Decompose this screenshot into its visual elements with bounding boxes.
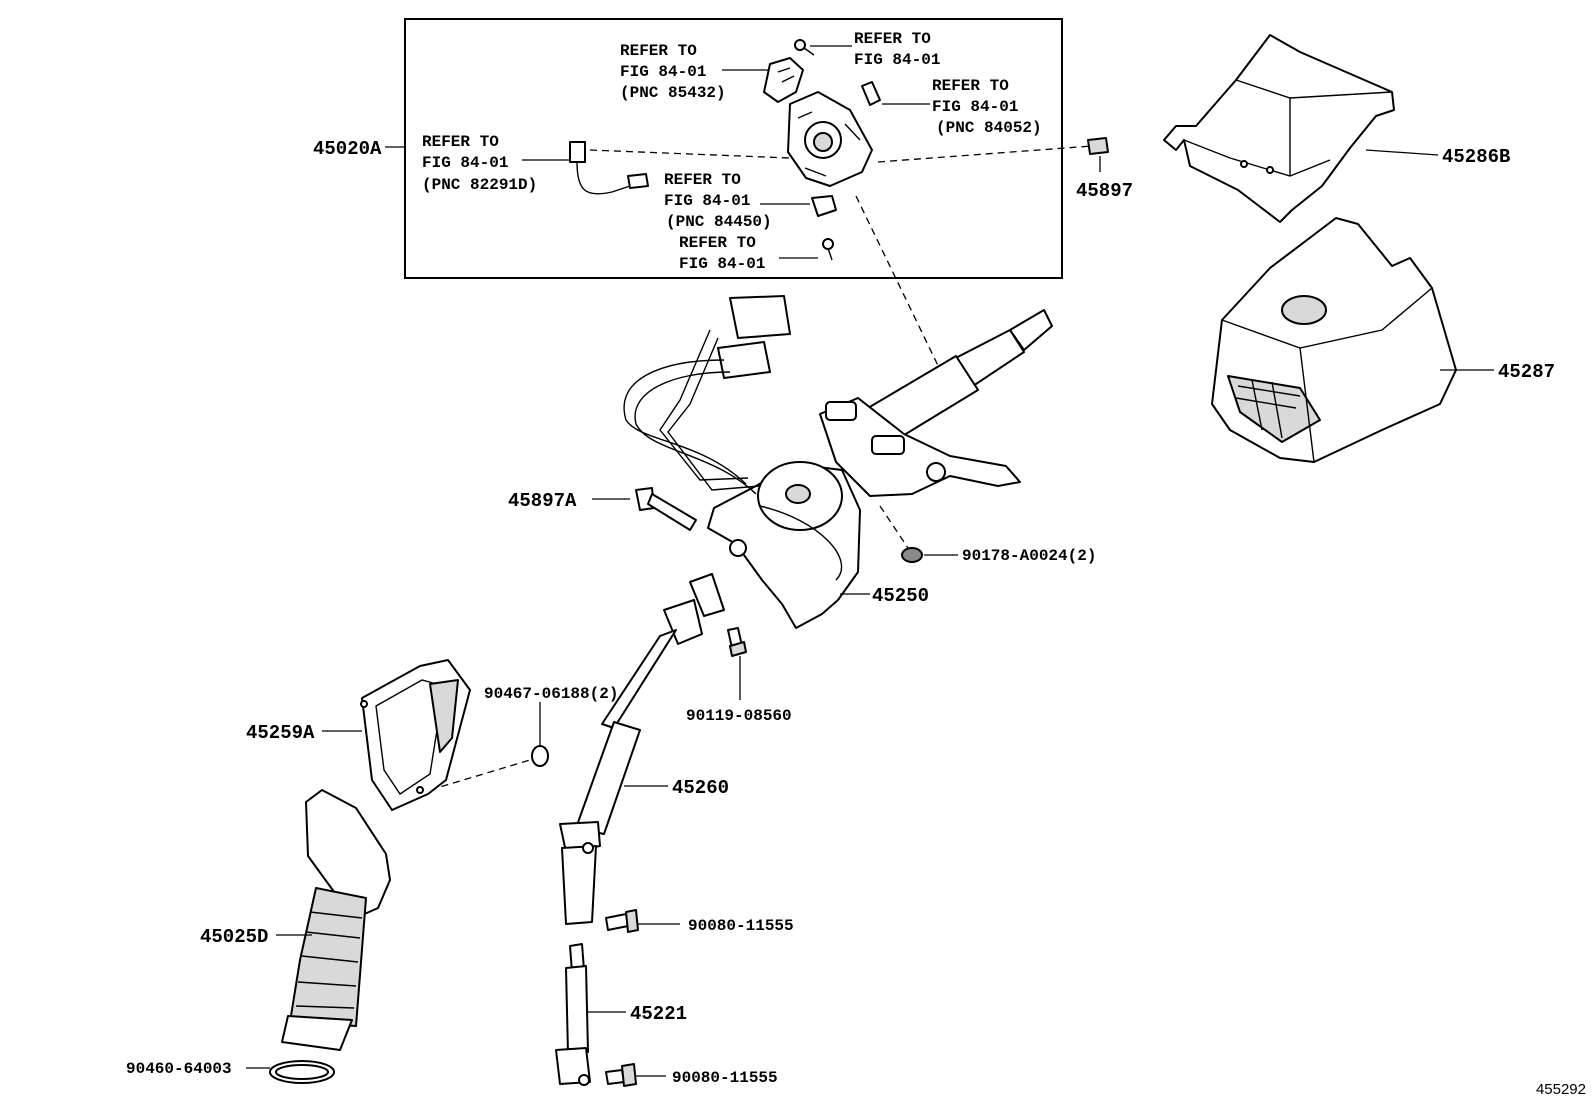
part-45025d-boot [276,789,391,1051]
label-90080-11555-lower: 90080-11555 [672,1069,778,1087]
part-45250-steering-column [623,295,1053,629]
refer-label-line: FIG 84-01 [422,154,508,172]
part-45286b-upper-cover [1163,34,1439,223]
dash-to-45897 [877,145,1093,163]
switch-part-84450 [760,195,837,217]
refer-label-line: REFER TO [854,30,931,48]
label-45250: 45250 [872,585,929,607]
part-90080-upper-bolt [605,909,680,933]
refer-label-pnc-82291d: REFER TO FIG 84-01 (PNC 82291D) [422,133,537,194]
refer-label-line: (PNC 82291D) [422,176,537,194]
refer-label-pnc-84450: REFER TO FIG 84-01 (PNC 84450) [664,171,772,231]
label-90467-06188: 90467-06188(2) [484,685,618,703]
part-45259a-seal-plate [322,659,471,811]
refer-label-line: (PNC 85432) [620,84,726,102]
label-45260: 45260 [672,777,729,799]
part-90460-clamp [246,1060,335,1084]
part-90178-nut [901,547,958,563]
refer-label-line: (PNC 84052) [936,119,1042,137]
refer-label-line: (PNC 84450) [666,213,772,231]
refer-label-line: FIG 84-01 [854,51,940,69]
refer-label-bottom: REFER TO FIG 84-01 [679,234,765,273]
label-45897: 45897 [1076,180,1133,202]
switch-bottom-screw [779,238,834,261]
dash-to-90178 [879,505,909,549]
label-90460-64003: 90460-64003 [126,1060,232,1078]
refer-label-line: FIG 84-01 [664,192,750,210]
figure-id: 455292 [1536,1081,1586,1098]
part-45221-lower-shaft [555,943,626,1086]
refer-label-line: FIG 84-01 [932,98,1018,116]
label-45025d: 45025D [200,926,268,948]
label-45286b: 45286B [1442,146,1510,168]
refer-label-top: REFER TO FIG 84-01 [854,30,940,69]
label-90080-11555-upper: 90080-11555 [688,917,794,935]
refer-label-line: FIG 84-01 [679,255,765,273]
label-45259a: 45259A [246,722,315,744]
part-90080-lower-bolt [605,1063,666,1087]
label-45897a: 45897A [508,490,577,512]
refer-label-pnc-85432: REFER TO FIG 84-01 (PNC 85432) [620,42,726,102]
refer-label-line: REFER TO [664,171,741,189]
switch-small-screw [794,39,852,56]
dash-switch-to-column [855,195,945,379]
part-90119-bolt [727,627,747,700]
switch-connector-85432 [722,57,804,103]
part-45287-lower-cover [1211,217,1494,463]
ignition-switch-body [787,91,873,187]
label-45020a: 45020A [313,138,382,160]
label-45221: 45221 [630,1003,687,1025]
label-45287: 45287 [1498,361,1555,383]
wire-harness-82291d [522,141,791,195]
part-45260-intermediate-shaft [559,573,725,925]
refer-label-line: FIG 84-01 [620,63,706,81]
refer-label-line: REFER TO [620,42,697,60]
refer-label-pnc-84052: REFER TO FIG 84-01 (PNC 84052) [932,77,1042,137]
part-90467-clip [429,702,549,791]
refer-label-line: REFER TO [679,234,756,252]
label-90178-a0024: 90178-A0024(2) [962,547,1096,565]
part-45897a-bolt [592,487,697,531]
refer-label-line: REFER TO [422,133,499,151]
switch-clip-84052 [861,81,930,106]
refer-label-line: REFER TO [932,77,1009,95]
part-45897 [1087,137,1109,172]
label-90119-08560: 90119-08560 [686,707,792,725]
